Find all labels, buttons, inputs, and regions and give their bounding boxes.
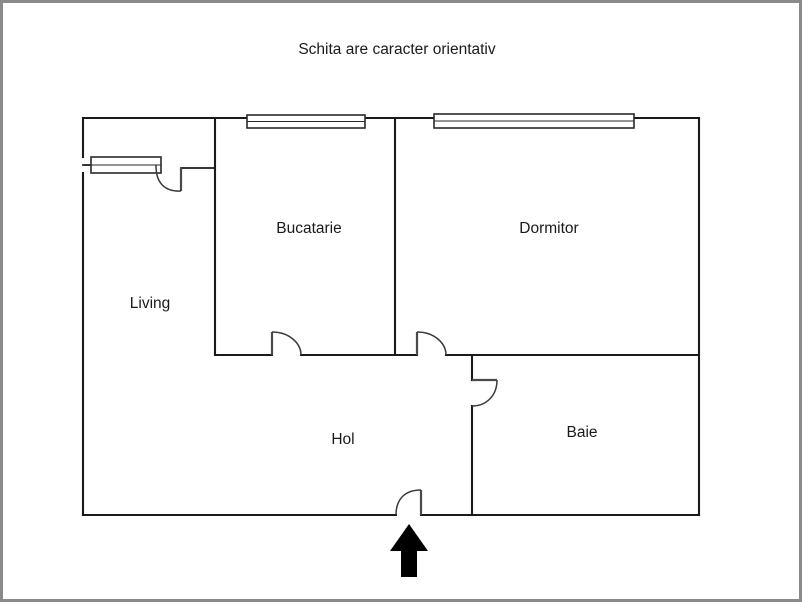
interior-walls [82, 116, 701, 517]
dormitor-window-north [433, 113, 635, 129]
room-labels: Living Bucatarie Dormitor Hol Baie [130, 220, 598, 448]
floor-plan-drawing: Schita are caracter orientativ [81, 41, 701, 577]
room-label-hol: Hol [331, 431, 354, 448]
dormitor-hol-door [415, 331, 447, 356]
baie-hol-door [471, 378, 498, 407]
room-label-baie: Baie [566, 424, 597, 441]
main-entrance-arrow [390, 524, 428, 577]
page-title: Schita are caracter orientativ [298, 41, 496, 58]
main-entrance-door [395, 489, 423, 516]
windows-group [90, 113, 635, 174]
exterior-walls [81, 116, 701, 517]
room-label-living: Living [130, 295, 171, 312]
room-label-bucatarie: Bucatarie [276, 220, 341, 237]
bucatarie-window-north [246, 114, 366, 129]
living-window-west [90, 156, 162, 174]
living-entry-door [154, 165, 183, 192]
bucatarie-hol-door [270, 331, 302, 356]
doors-group [154, 165, 498, 516]
room-label-dormitor: Dormitor [519, 220, 578, 237]
